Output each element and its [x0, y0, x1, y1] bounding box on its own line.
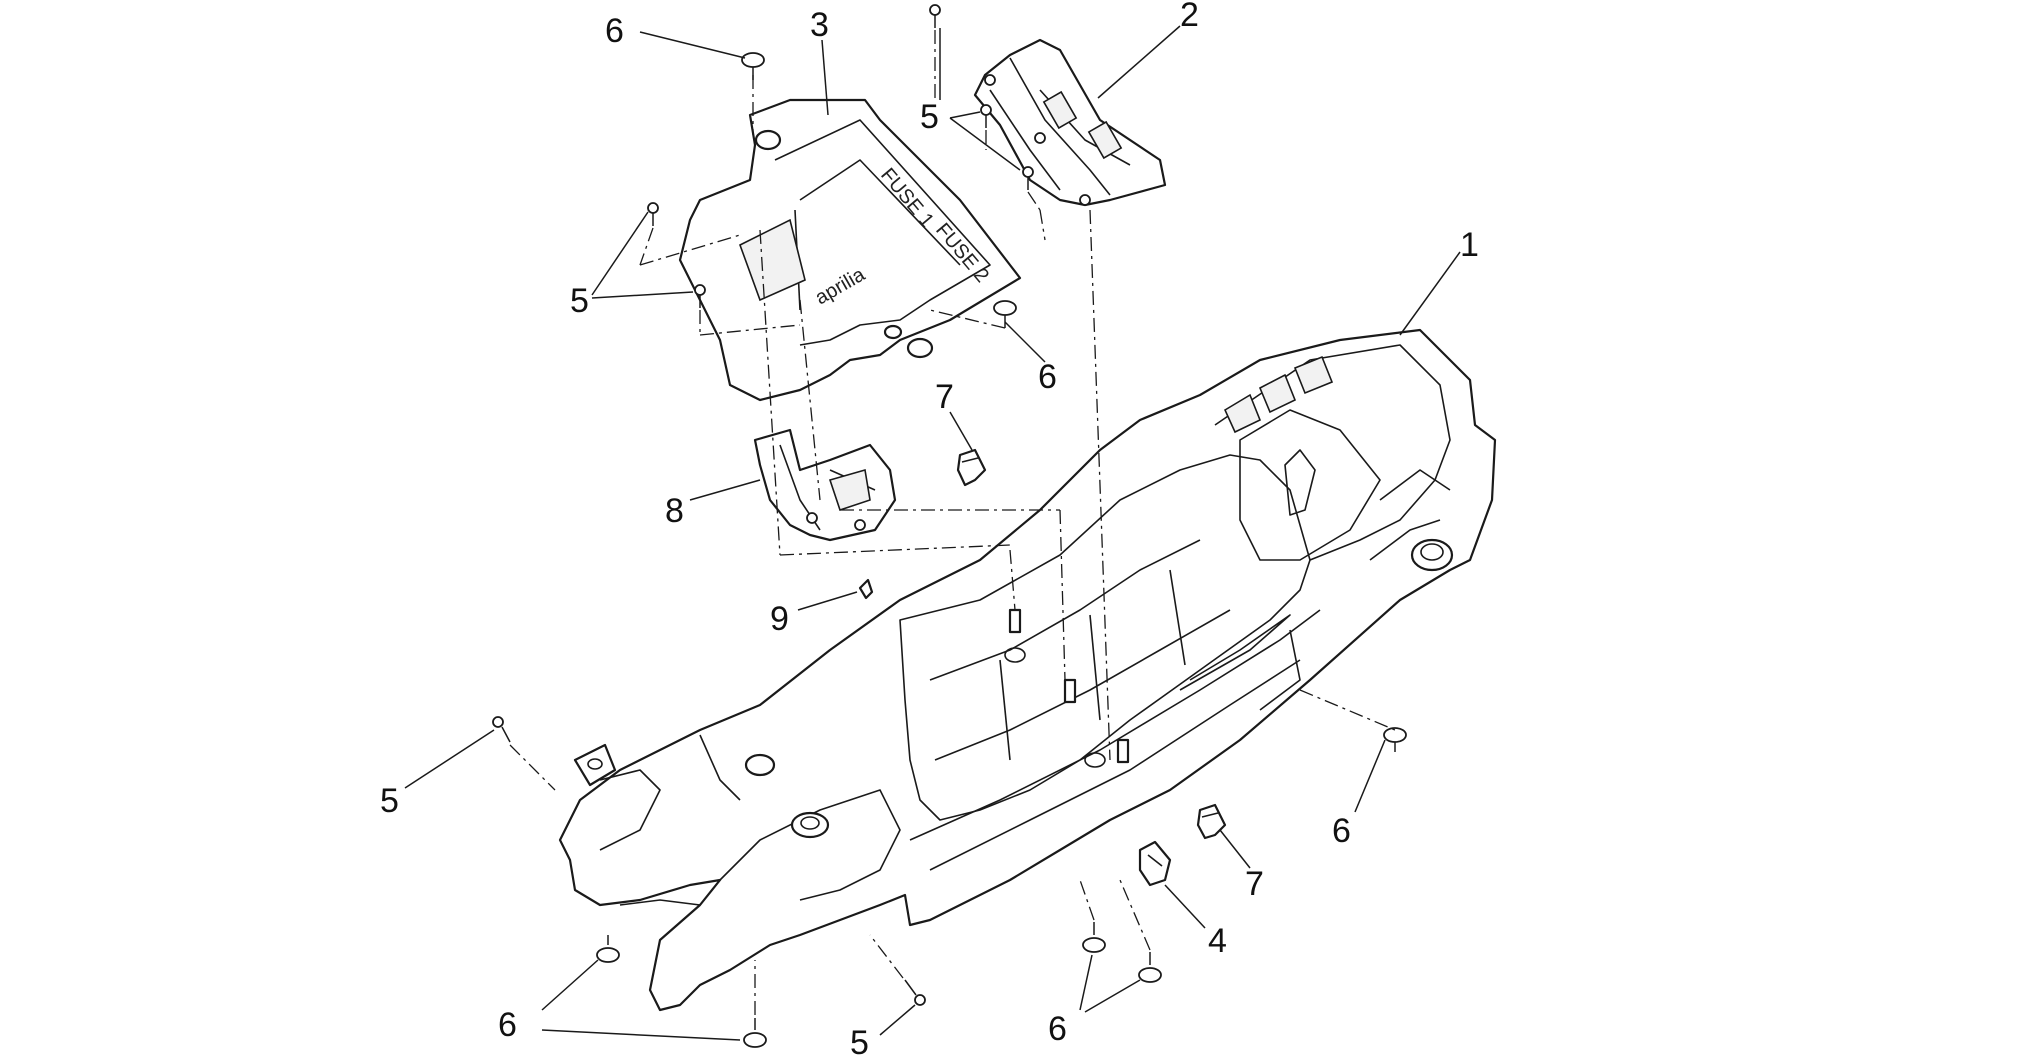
bolt-6-g: [1138, 952, 1162, 983]
screw-5-e: [694, 284, 706, 308]
bolt-6-a: [741, 52, 765, 80]
screw-5-f: [492, 716, 511, 743]
screw-5-a: [929, 4, 941, 28]
callout-7-bottom: 7: [1245, 865, 1264, 903]
bolt-6-b: [993, 300, 1017, 328]
assembly-lines: [509, 30, 1396, 1015]
part-8-bracket: [753, 428, 897, 542]
bolt-6-c: [1383, 727, 1407, 752]
callout-9: 9: [770, 600, 789, 638]
callout-1: 1: [1460, 226, 1479, 264]
callout-leaders: [404, 25, 1461, 1041]
callout-6-mid: 6: [1038, 358, 1057, 396]
callout-6-bottom-left: 6: [498, 1006, 517, 1044]
screw-5-g: [904, 979, 926, 1006]
callout-6-right: 6: [1332, 812, 1351, 850]
callout-6-bottom: 6: [1048, 1010, 1067, 1048]
callout-6-top: 6: [605, 12, 624, 50]
bolt-6-e: [743, 1018, 767, 1048]
screw-5-d: [647, 202, 659, 226]
callout-4: 4: [1208, 922, 1227, 960]
callout-3: 3: [810, 6, 829, 44]
screws-part-5: [492, 4, 1034, 1006]
callout-2: 2: [1180, 0, 1199, 34]
callout-numbers: 6 3 2 1 5 5 6 7 8 9 5 6 7 4 6 5 6: [380, 0, 1479, 1056]
bolt-6-d: [596, 935, 620, 963]
part-3-tray: FUSE 1 FUSE 2 aprilia: [678, 98, 1022, 402]
bolt-6-f: [1082, 922, 1106, 953]
screw-5-b: [980, 104, 992, 128]
part-1-undertray: [558, 328, 1497, 1012]
callout-5-top: 5: [920, 98, 939, 136]
callout-5-bottom-left: 5: [380, 782, 399, 820]
part-7-clip-top: [956, 448, 987, 487]
bolts-part-6: [596, 52, 1407, 1048]
part-7-clip-bottom: [1196, 803, 1227, 840]
callout-5-left: 5: [570, 282, 589, 320]
callout-7-top: 7: [935, 378, 954, 416]
part-4-connector: [1138, 840, 1172, 887]
part-9-pin: [858, 578, 874, 600]
part-2-cover: [973, 38, 1167, 207]
callout-8: 8: [665, 492, 684, 530]
callout-5-bottom: 5: [850, 1024, 869, 1056]
screw-5-c: [1022, 166, 1034, 190]
